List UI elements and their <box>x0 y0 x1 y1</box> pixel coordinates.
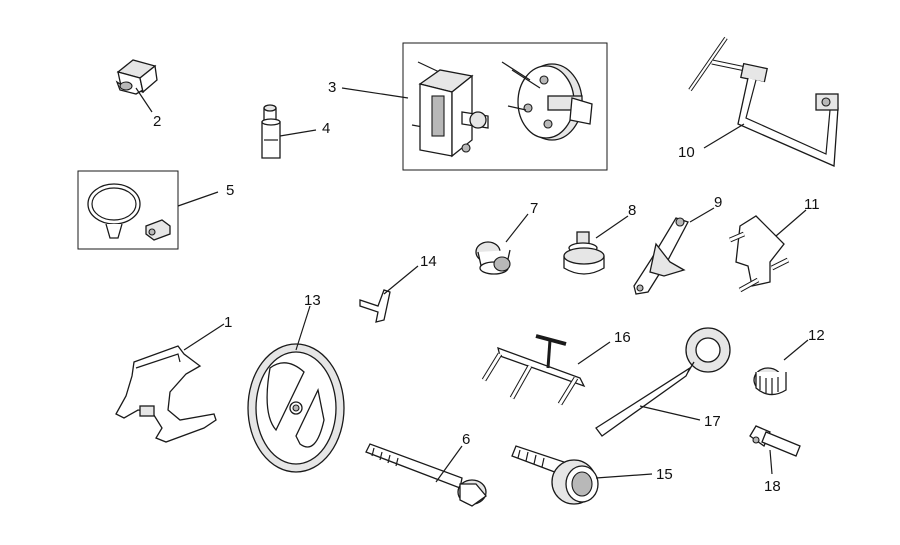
part-4-pin-drawing <box>261 104 281 159</box>
part-14-bracket-drawing <box>359 289 391 323</box>
part-13-disk-drawing <box>247 343 345 473</box>
part-17-wrench-drawing <box>595 327 731 437</box>
part-3-puller-drawing <box>411 61 593 158</box>
callout-6: 6 <box>462 431 470 448</box>
callout-labels: 1 2 3 4 5 6 7 8 9 10 11 12 13 14 15 16 1… <box>153 79 825 495</box>
callout-1: 1 <box>224 314 232 331</box>
part-2-bushing-drawing <box>115 59 158 95</box>
part-1-plate-drawing <box>115 345 217 443</box>
part-6-bolt-drawing <box>365 443 487 507</box>
callout-2: 2 <box>153 113 161 130</box>
callout-11: 11 <box>804 196 820 213</box>
callout-13: 13 <box>304 292 321 309</box>
part-3-group-box <box>402 42 608 171</box>
part-10-clamp-drawing <box>688 36 839 167</box>
part-7-cup-drawing <box>475 241 511 275</box>
callout-4: 4 <box>322 120 330 137</box>
part-12-gear-drawing <box>753 367 787 396</box>
part-18-pin-drawing <box>749 425 801 457</box>
part-15-drift-drawing <box>511 445 599 505</box>
callout-16: 16 <box>614 329 631 346</box>
callout-15: 15 <box>656 466 673 483</box>
part-5-band-drawing <box>87 183 171 241</box>
callout-18: 18 <box>764 478 781 495</box>
callout-8: 8 <box>628 202 636 219</box>
part-9-lock-drawing <box>633 217 689 295</box>
leader-lines <box>135 87 809 483</box>
callout-7: 7 <box>530 200 538 217</box>
callout-5: 5 <box>226 182 234 199</box>
callout-10: 10 <box>678 144 695 161</box>
part-16-frame-drawing <box>481 334 586 406</box>
callout-9: 9 <box>714 194 722 211</box>
callout-12: 12 <box>808 327 825 344</box>
callout-3: 3 <box>328 79 336 96</box>
callout-17: 17 <box>704 413 721 430</box>
part-8-puck-drawing <box>563 231 605 275</box>
part-5-group-box <box>77 170 179 250</box>
callout-14: 14 <box>420 253 437 270</box>
part-11-bracket-drawing <box>729 215 790 293</box>
